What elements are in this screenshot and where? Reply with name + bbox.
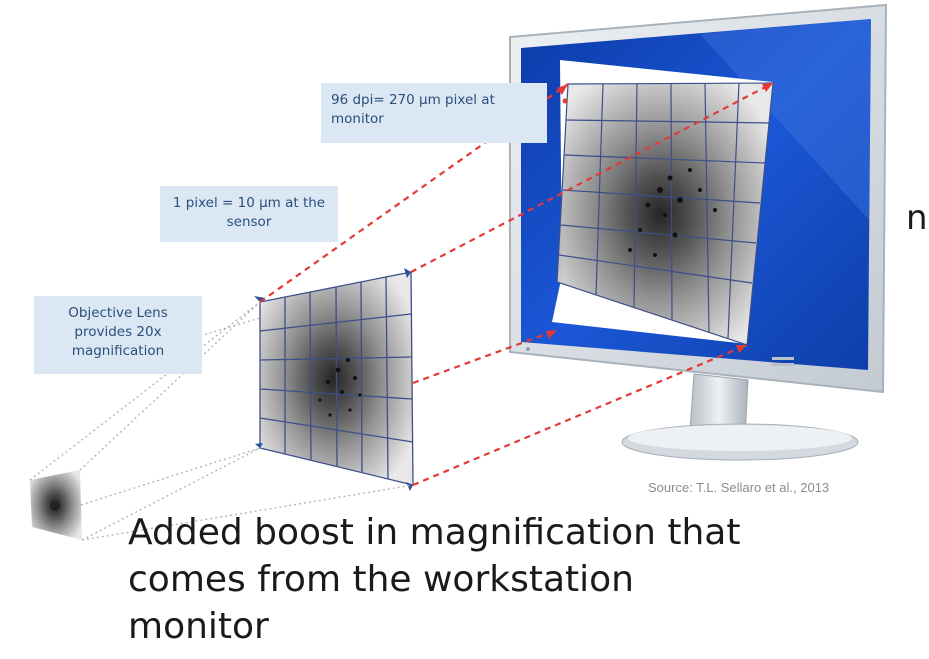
sensor-tissue-image	[254, 268, 414, 491]
monitor-projection-lines	[259, 82, 774, 487]
cut-off-text: n	[906, 198, 928, 238]
callout-objective-lens: Objective Lens provides 20x magnificatio…	[34, 296, 202, 374]
source-credit: Source: T.L. Sellaro et al., 2013	[648, 480, 830, 495]
lens-projection-lines	[29, 301, 414, 541]
tissue-sample-image	[30, 470, 82, 540]
callout-sensor-resolution: 1 pixel = 10 µm at the sensor	[160, 186, 338, 242]
monitor-tissue-image	[556, 82, 774, 346]
slide-caption: Added boost in magnification that comes …	[128, 512, 741, 647]
callout-monitor-resolution: 96 dpi= 270 µm pixel at monitor	[321, 83, 547, 143]
projection-arrowheads	[546, 83, 773, 353]
